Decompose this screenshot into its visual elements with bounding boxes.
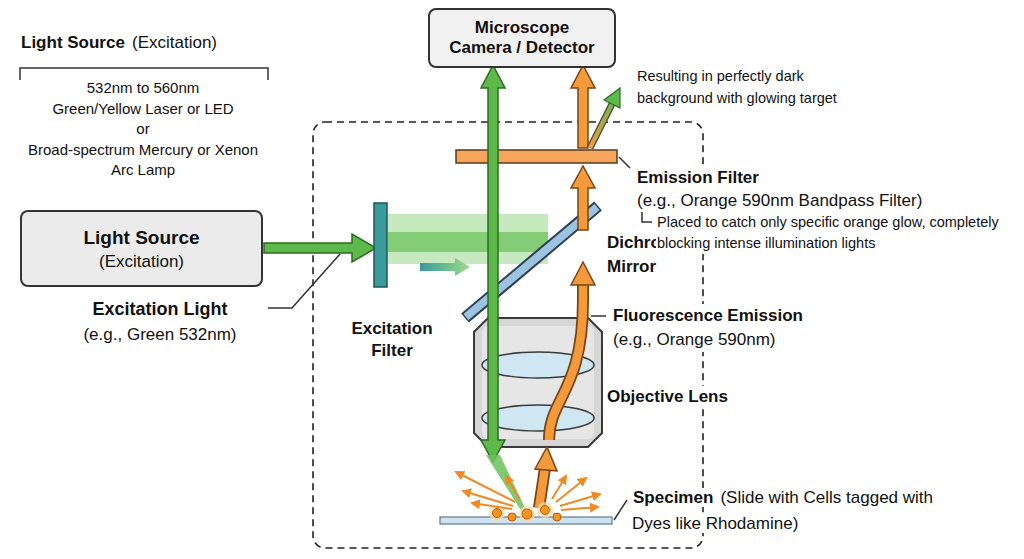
- emission-arrow: [571, 166, 595, 230]
- cell-glow: [537, 502, 553, 518]
- light-ray: [560, 494, 600, 506]
- leader-line: [619, 157, 630, 168]
- emission-filter: [456, 150, 617, 163]
- tagged-cell: [522, 509, 532, 519]
- tagged-cell: [508, 513, 516, 521]
- emission-arrow-outline: [539, 468, 545, 508]
- part-label: Specimen: [632, 488, 714, 507]
- light-ray: [472, 503, 512, 509]
- green-light-arrow: [481, 65, 505, 462]
- tagged-cell: [553, 513, 561, 521]
- node-text: Light Source: [83, 225, 199, 250]
- section-heading-note: (Excitation): [131, 33, 218, 52]
- part-label: Excitation Filter: [332, 318, 452, 362]
- label-group: Objective Lens: [606, 386, 806, 408]
- emission-arrow-outline: [549, 284, 583, 440]
- filtered-light-arrow: [420, 258, 470, 276]
- section-heading: Light Source: [20, 33, 126, 52]
- part-label: Emission Filter: [636, 166, 760, 189]
- leader-line: [591, 315, 606, 317]
- leader-line: [268, 254, 340, 308]
- source-option: or: [135, 119, 150, 140]
- light-source-box: Light Source(Excitation): [20, 210, 263, 287]
- node-text: (Excitation): [99, 250, 184, 273]
- part-note: (e.g., Orange 590nm Bandpass Filter): [636, 189, 923, 212]
- label-group: Specimen(Slide with Cells tagged with Dy…: [632, 485, 944, 537]
- tagged-cell: [493, 509, 502, 518]
- light-ray: [556, 478, 586, 502]
- blocked-light-head: [604, 88, 620, 108]
- blocked-light-arrow: [590, 104, 612, 148]
- part-label: Excitation Light: [92, 296, 229, 322]
- part-note: (e.g., Green 532nm): [82, 322, 237, 348]
- part-note: (e.g., Orange 590nm): [612, 328, 777, 352]
- source-option: Green/Yellow Laser or LED: [51, 99, 234, 120]
- emitted-light-rays: [456, 472, 600, 510]
- objective-lens-element: [482, 405, 594, 431]
- light-ray: [552, 476, 566, 499]
- wavelength-range: 532nm to 560nm: [86, 78, 201, 99]
- label-group: Excitation Light(e.g., Green 532nm): [40, 296, 280, 348]
- label-group: Emission Filter(e.g., Orange 590nm Bandp…: [636, 166, 1008, 212]
- light-ray: [506, 476, 520, 500]
- part-label: Objective Lens: [606, 386, 729, 408]
- leader-line: [614, 500, 627, 520]
- excitation-beam: [388, 214, 548, 264]
- label-group: Excitation Filter: [332, 318, 452, 362]
- emission-arrow: [571, 65, 595, 148]
- source-option: Broad-spectrum Mercury or Xenon Arc Lamp: [18, 140, 268, 181]
- camera-box: Microscope Camera / Detector: [428, 8, 616, 68]
- label-group: Placed to catch only specific orange glo…: [656, 212, 1011, 254]
- part-label: Fluorescence Emission: [612, 304, 804, 328]
- cell-glow: [519, 506, 535, 522]
- blocked-light-outline: [590, 104, 612, 148]
- emission-arrow-head: [535, 447, 557, 471]
- label-group: Fluorescence Emission(e.g., Orange 590nm…: [612, 304, 952, 352]
- excitation-filter: [374, 203, 387, 287]
- label-group: Resulting in perfectly dark background w…: [636, 65, 868, 109]
- note-text: Placed to catch only specific orange glo…: [656, 212, 1011, 254]
- light-ray: [463, 491, 513, 506]
- label-group: 532nm to 560nmGreen/Yellow Laser or LEDo…: [18, 78, 268, 181]
- excitation-beam-core: [388, 232, 548, 252]
- label-group: Light Source (Excitation): [20, 32, 340, 54]
- emission-arrow: [549, 284, 583, 440]
- tagged-cell: [541, 506, 550, 515]
- node-text: Microscope Camera / Detector: [442, 18, 602, 58]
- emission-arrow-head: [571, 262, 595, 285]
- light-ray: [561, 507, 598, 510]
- emission-arrow: [539, 468, 545, 508]
- note-text: Resulting in perfectly dark background w…: [636, 65, 868, 109]
- excitation-arrow: [264, 234, 376, 262]
- fluorescent-cells: [489, 502, 561, 522]
